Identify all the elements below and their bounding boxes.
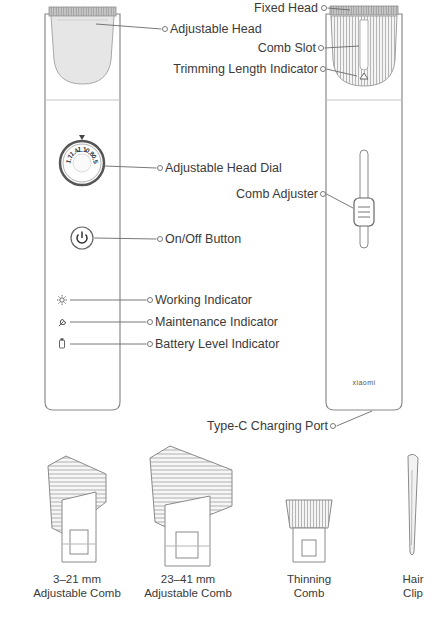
accessory-caption: Thinning Comb	[279, 572, 339, 600]
leader-lines-part	[328, 8, 351, 10]
working-icon-part	[65, 303, 66, 304]
comb-3-21-part	[62, 544, 96, 545]
left-trimmer-part	[81, 232, 83, 239]
power-button	[71, 227, 93, 249]
leader-lines-part	[158, 237, 163, 242]
leader-lines	[70, 6, 372, 429]
left-trimmer-part	[51, 16, 114, 84]
working-icon-part	[59, 297, 60, 298]
left-trimmer-part	[45, 14, 120, 410]
leader-lines-part	[148, 320, 153, 325]
maintenance-icon	[59, 319, 66, 326]
leader-lines-part	[319, 46, 324, 51]
part-label: Adjustable Head	[170, 21, 262, 37]
working-icon-part	[62, 295, 63, 297]
right-trimmer-part	[358, 217, 370, 218]
part-label: On/Off Button	[165, 231, 241, 247]
comb-slot	[360, 20, 368, 70]
leader-lines-part	[158, 166, 163, 171]
leader-lines-part	[321, 192, 326, 197]
leader-lines-part	[70, 344, 147, 345]
leader-lines-part	[325, 46, 360, 48]
right-trimmer-part	[358, 207, 370, 208]
working-icon-part	[59, 303, 60, 304]
leader-lines-part	[96, 24, 162, 29]
right-trimmer-part	[326, 100, 402, 101]
battery-icon-part	[60, 340, 65, 348]
working-icon-part	[65, 297, 66, 298]
left-trimmer	[45, 7, 120, 410]
part-label: Comb Adjuster	[236, 186, 318, 202]
length-indicator	[360, 73, 368, 79]
right-trimmer-part	[358, 212, 370, 213]
left-trimmer-part	[57, 20, 108, 21]
part-label: Battery Level Indicator	[155, 336, 279, 352]
adjuster-knob	[354, 198, 374, 226]
right-trimmer-part	[326, 14, 402, 410]
comb-23-41-part	[176, 532, 198, 558]
working-icon-part	[66, 300, 68, 301]
comb-3-21-part	[62, 492, 96, 562]
left-trimmer-part	[45, 100, 120, 101]
comb-23-41	[150, 446, 232, 566]
part-label: Maintenance Indicator	[155, 314, 278, 330]
left-trimmer-part	[63, 144, 101, 182]
leader-lines-part	[337, 411, 373, 426]
thinning-comb	[286, 500, 332, 562]
thinning-comb-part	[286, 500, 332, 528]
leader-lines-part	[327, 69, 358, 76]
thinning-comb-part	[302, 540, 316, 556]
brand-mark: xiaomi	[352, 379, 375, 387]
dial-marker	[79, 135, 85, 140]
working-icon-part	[60, 298, 64, 302]
comb-23-41-part	[165, 496, 210, 566]
part-label: Adjustable Head Dial	[165, 160, 282, 176]
leader-lines-part	[331, 424, 336, 429]
comb-3-21-part	[70, 530, 88, 554]
leader-lines-part	[94, 238, 157, 239]
part-label: Comb Slot	[258, 40, 316, 56]
leader-lines-part	[327, 194, 354, 208]
left-trimmer-part	[73, 154, 91, 172]
comb-3-21	[48, 456, 106, 562]
maintenance-icon-part	[60, 319, 65, 324]
right-trimmer	[326, 6, 402, 410]
leader-lines-part	[321, 67, 326, 72]
left-trimmer-part	[49, 7, 116, 16]
working-icon	[57, 295, 67, 305]
part-label: Trimming Length Indicator	[173, 61, 318, 77]
leader-lines-part	[70, 322, 147, 323]
hair-clip-part	[411, 470, 413, 545]
accessory-caption: 23–41 mm Adjustable Comb	[138, 572, 238, 600]
part-label: Fixed Head	[254, 0, 318, 16]
battery-icon-part	[61, 339, 63, 340]
hair-clip	[408, 454, 418, 555]
right-trimmer-part	[331, 16, 397, 86]
hair-clip-part	[408, 454, 418, 555]
comb-23-41-part	[165, 546, 210, 547]
accessory-caption: Hair Clip	[393, 572, 433, 600]
battery-icon	[60, 339, 65, 348]
working-icon-part	[57, 300, 59, 301]
leader-lines-part	[322, 6, 327, 11]
leader-lines-part	[163, 27, 168, 32]
part-label: Type-C Charging Port	[207, 418, 328, 434]
thinning-comb-part	[293, 528, 325, 562]
dial-ring	[60, 141, 104, 185]
right-trimmer-part	[330, 6, 398, 15]
part-label: Working Indicator	[155, 292, 252, 308]
leader-lines-part	[148, 342, 153, 347]
leader-lines-part	[70, 300, 147, 301]
leader-lines-part	[148, 298, 153, 303]
leader-lines-part	[105, 166, 157, 168]
working-icon-part	[62, 304, 63, 306]
accessory-caption: 3–21 mm Adjustable Comb	[27, 572, 127, 600]
